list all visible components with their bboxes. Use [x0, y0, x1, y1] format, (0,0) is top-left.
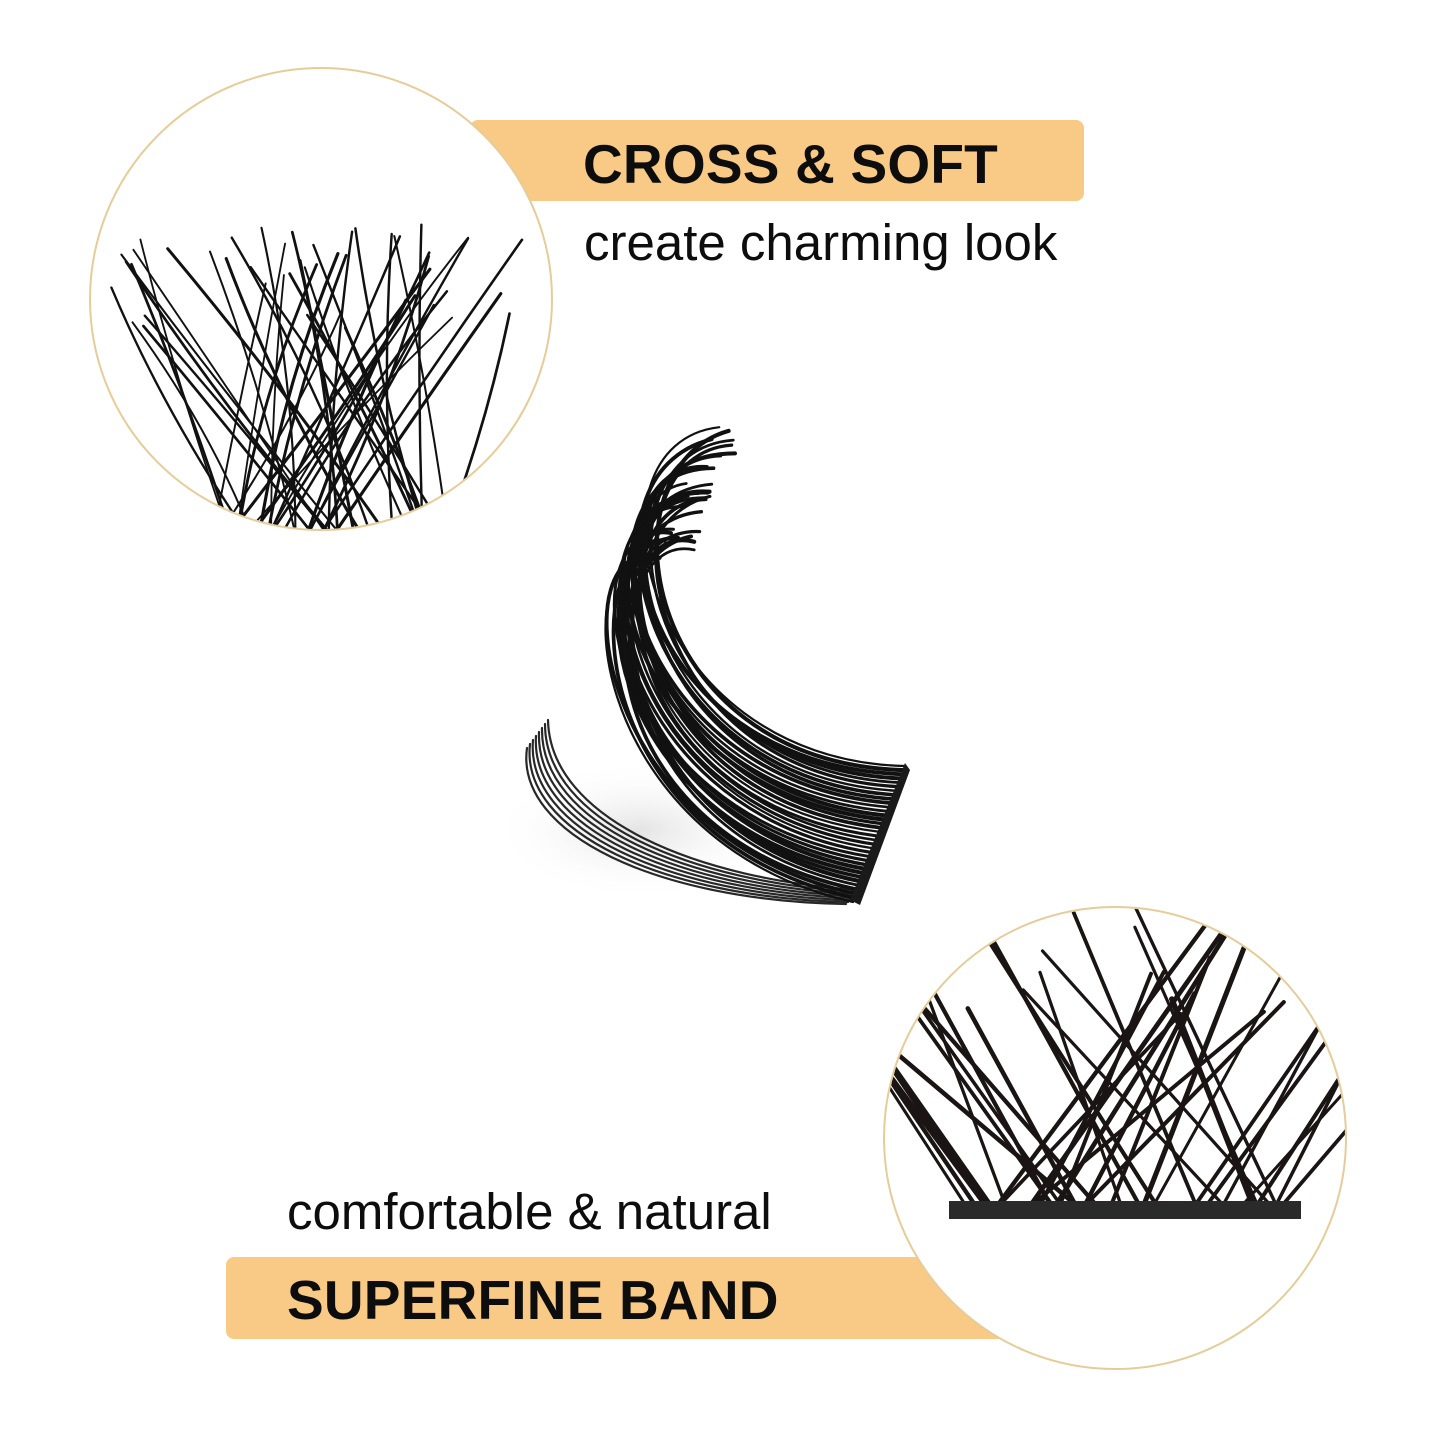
- top-feature-banner: [470, 120, 1084, 201]
- comfortable-natural-subheading: comfortable & natural: [287, 1183, 772, 1240]
- superfine-band-closeup-circle: [883, 906, 1347, 1370]
- crossed-lash-fibers-image: [110, 223, 524, 529]
- lash-cluster-image: [490, 426, 910, 906]
- cross-soft-closeup-circle: [89, 67, 553, 531]
- superfine-lash-band-image: [885, 908, 1345, 1219]
- superfine-band-heading: SUPERFINE BAND: [287, 1269, 779, 1331]
- bottom-feature-banner: [226, 1257, 1006, 1339]
- cross-soft-subheading: create charming look: [584, 214, 1058, 271]
- cross-soft-heading: CROSS & SOFT: [583, 133, 998, 195]
